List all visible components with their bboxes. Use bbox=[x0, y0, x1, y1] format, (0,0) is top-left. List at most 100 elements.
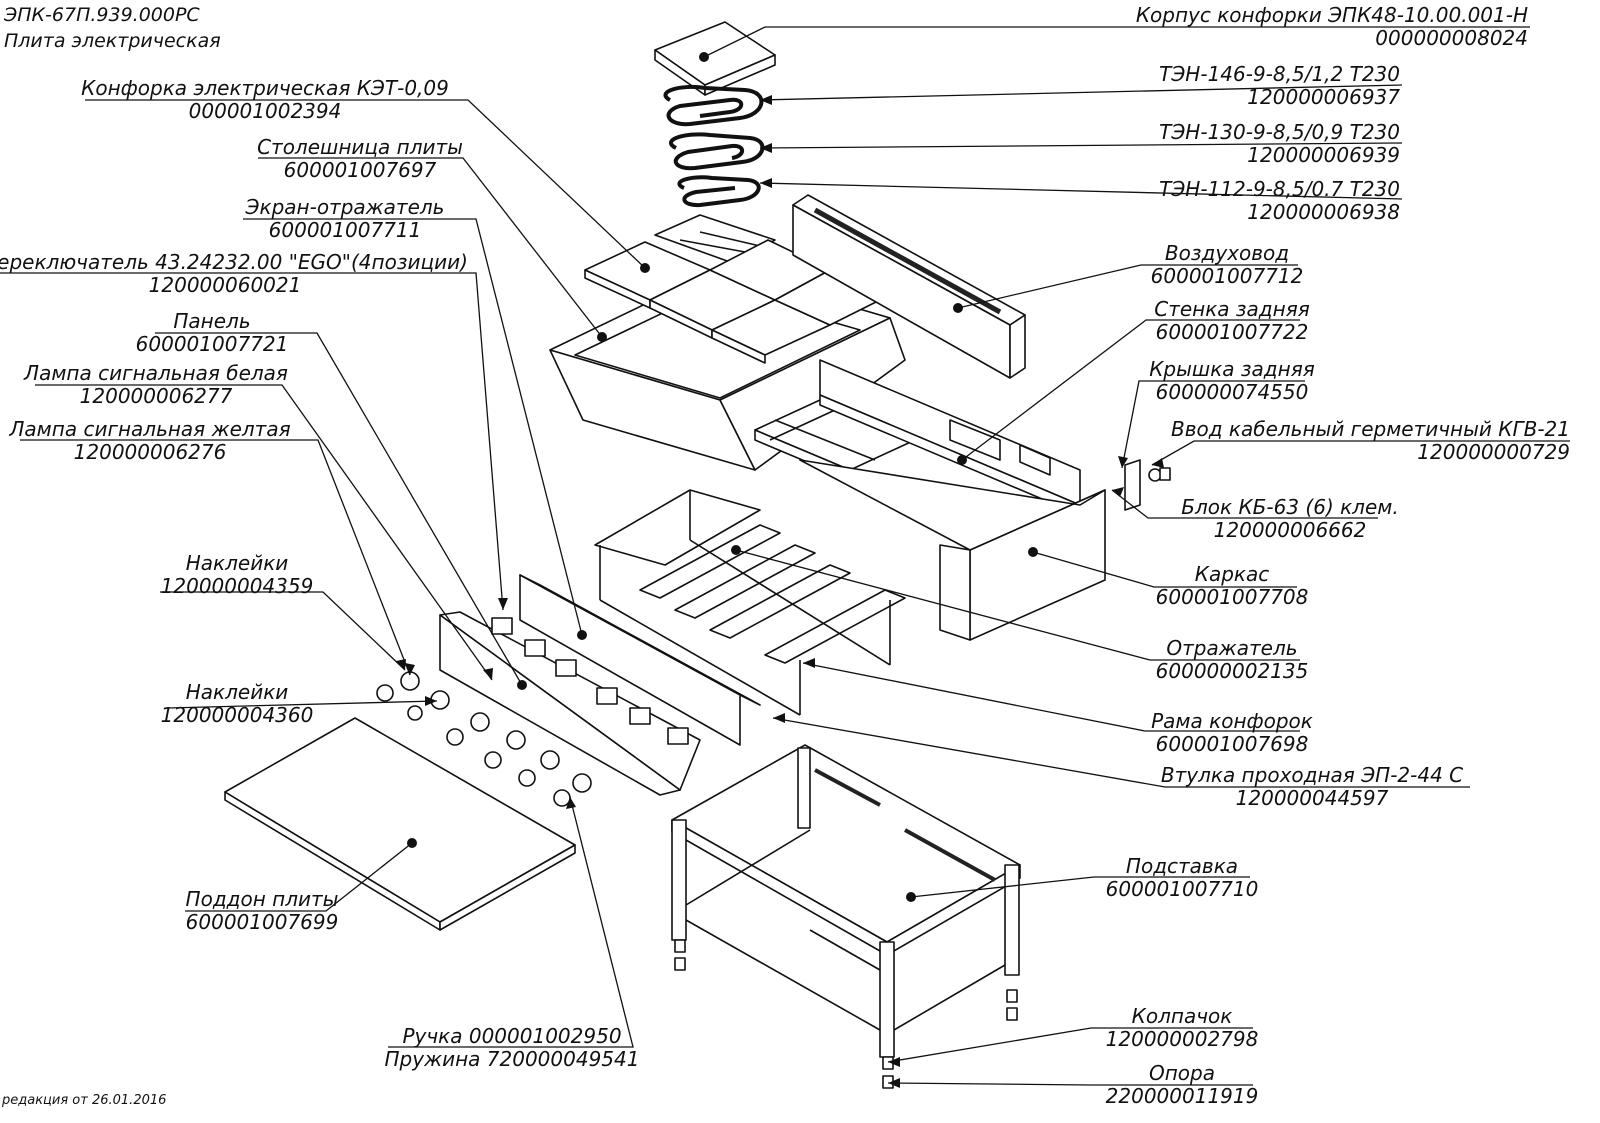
part-name: Блок КБ-63 (6) клем. bbox=[1181, 495, 1399, 519]
switches bbox=[491, 617, 689, 745]
part-code: 120000044597 bbox=[1235, 786, 1389, 810]
part-name: Поддон плиты bbox=[185, 887, 339, 911]
coil-bracket bbox=[654, 214, 776, 263]
heating-element-2 bbox=[668, 132, 765, 171]
part-code: 120000004359 bbox=[160, 574, 314, 598]
part-code: 600000074550 bbox=[1155, 380, 1309, 404]
part-name: Наклейки bbox=[185, 680, 289, 704]
leader-lines bbox=[0, 26, 1570, 1086]
carcass bbox=[799, 394, 1106, 641]
part-code: 000000008024 bbox=[1375, 26, 1528, 50]
part-name: Колпачок bbox=[1131, 1004, 1233, 1028]
drip-tray bbox=[224, 717, 576, 931]
part-name: Крышка задняя bbox=[1149, 357, 1315, 381]
callout-label: Блок КБ-63 (6) клем.120000006662 bbox=[1181, 496, 1398, 541]
part-code: 000001002394 bbox=[188, 99, 342, 123]
part-name: Опора bbox=[1148, 1061, 1216, 1085]
stand bbox=[671, 744, 1021, 1089]
revision-note: редакция от 26.01.2016 bbox=[2, 1093, 167, 1108]
part-code: 600001007721 bbox=[135, 332, 289, 356]
part-code: 120000006937 bbox=[1247, 85, 1400, 109]
part-code: 120000002798 bbox=[1105, 1027, 1259, 1051]
part-code: 120000000729 bbox=[1417, 440, 1570, 464]
part-code: 600001007711 bbox=[268, 218, 422, 242]
part-code: 600000002135 bbox=[1155, 659, 1309, 683]
part-name: Ввод кабельный герметичный КГВ-21 bbox=[1170, 417, 1570, 441]
air-duct bbox=[792, 194, 1026, 379]
part-code: 120000006939 bbox=[1247, 143, 1400, 167]
part-code: 600001007697 bbox=[283, 158, 437, 182]
part-code: 600001007698 bbox=[1155, 732, 1309, 756]
part-code: 120000006276 bbox=[73, 440, 227, 464]
part-name: Втулка проходная ЭП-2-44 С bbox=[1160, 763, 1464, 787]
part-code: 120000004360 bbox=[160, 703, 314, 727]
part-name: ТЭН-112-9-8,5/0.7 Т230 bbox=[1159, 177, 1400, 201]
part-name: Экран-отражатель bbox=[245, 195, 445, 219]
part-name: ТЭН-130-9-8,5/0,9 Т230 bbox=[1159, 120, 1400, 144]
part-code: 120000006938 bbox=[1247, 200, 1400, 224]
part-name: ТЭН-146-9-8,5/1,2 Т230 bbox=[1159, 62, 1400, 86]
doc-title: Плита электрическая bbox=[4, 30, 221, 52]
part-code: 600001007712 bbox=[1150, 264, 1304, 288]
callout-label: Переключатель 43.24232.00 "EGO"(4позиции… bbox=[0, 251, 468, 296]
part-name: Рама конфорок bbox=[1151, 709, 1313, 733]
part-code: 600001007722 bbox=[1155, 320, 1309, 344]
burner-casing bbox=[654, 21, 776, 96]
part-name: Конфорка электрическая КЭТ-0,09 bbox=[81, 76, 449, 100]
doc-number: ЭПК-67П.939.000РС bbox=[4, 4, 200, 26]
part-name: Отражатель bbox=[1166, 636, 1298, 660]
heating-element-1 bbox=[663, 84, 764, 127]
heating-element-3 bbox=[677, 175, 761, 208]
part-name: Переключатель 43.24232.00 "EGO"(4позиции… bbox=[0, 250, 468, 274]
part-name: Воздуховод bbox=[1164, 241, 1290, 265]
part-name: Лампа сигнальная желтая bbox=[9, 417, 291, 441]
part-name: Столешница плиты bbox=[257, 135, 463, 159]
callout-arrows bbox=[396, 95, 1164, 1088]
part-code: 600001007710 bbox=[1105, 877, 1259, 901]
part-name: Наклейки bbox=[185, 551, 289, 575]
reflector-screen bbox=[519, 574, 761, 746]
part-name: Корпус конфорки ЭПК48-10.00.001-Н bbox=[1135, 3, 1528, 27]
part-name: Каркас bbox=[1194, 562, 1270, 586]
part-code: 220000011919 bbox=[1105, 1084, 1259, 1108]
part-code: 600001007699 bbox=[185, 910, 339, 934]
part-code: 600001007708 bbox=[1155, 585, 1309, 609]
knobs bbox=[376, 671, 592, 807]
part-name: Подставка bbox=[1125, 854, 1239, 878]
callout-dots bbox=[407, 52, 1038, 902]
part-code: 120000006662 bbox=[1213, 518, 1367, 542]
part-code: Пружина 720000049541 bbox=[384, 1047, 640, 1071]
part-name: Ручка 000001002950 bbox=[402, 1024, 622, 1048]
part-name: Панель bbox=[173, 309, 251, 333]
part-name: Стенка задняя bbox=[1154, 297, 1310, 321]
part-code: 120000006277 bbox=[79, 384, 233, 408]
part-name: Лампа сигнальная белая bbox=[24, 361, 288, 385]
rear-cover bbox=[1124, 459, 1171, 511]
part-code: 120000060021 bbox=[148, 273, 302, 297]
